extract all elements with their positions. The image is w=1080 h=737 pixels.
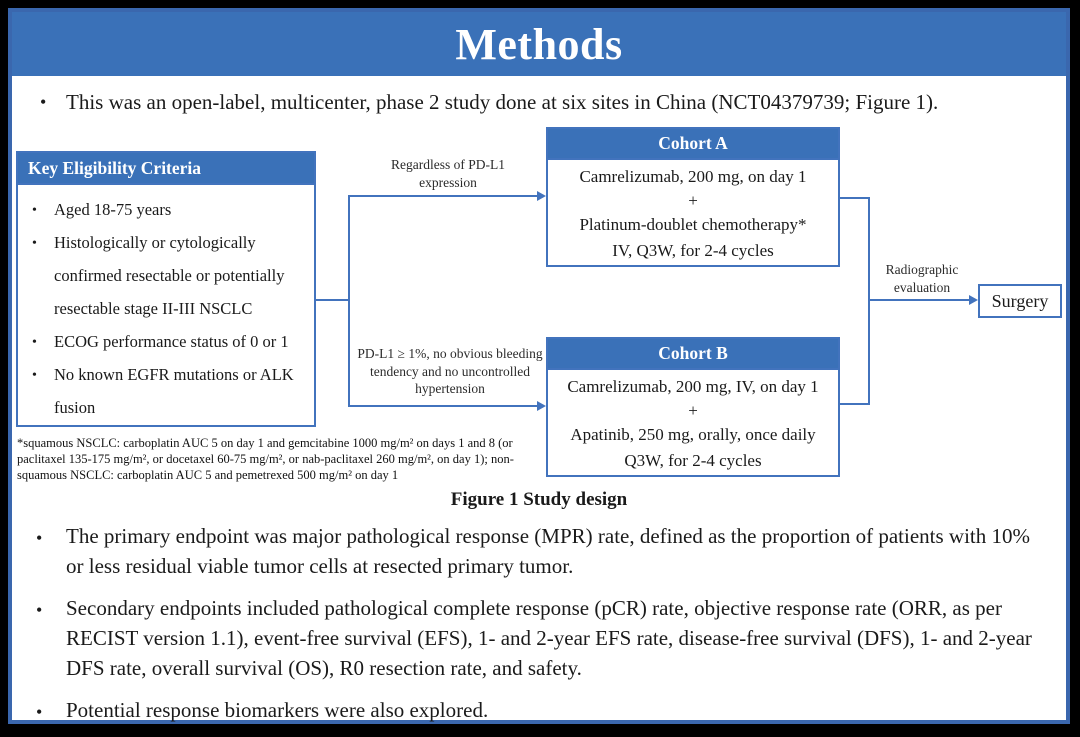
eligibility-item: • Aged 18-75 years — [18, 193, 310, 226]
cohort-a-box: Cohort A Camrelizumab, 200 mg, on day 1 … — [546, 127, 840, 267]
cohort-a-line: Platinum-doublet chemotherapy* — [579, 215, 807, 234]
bullet-text: Secondary endpoints included pathologica… — [66, 596, 1032, 680]
slide-title-bar: Methods — [12, 12, 1066, 76]
cohort-b-title: Cohort B — [548, 339, 838, 370]
connector-line — [840, 403, 870, 405]
connector-line — [840, 197, 870, 199]
eligibility-item-text: Histologically or cytologically confirme… — [54, 233, 285, 318]
bullet-text: The primary endpoint was major pathologi… — [66, 524, 1031, 578]
radiographic-evaluation-label: Radiographic evaluation — [885, 262, 959, 295]
eligibility-item-text: Aged 18-75 years — [54, 200, 172, 219]
bullet-text: Potential response biomarkers were also … — [66, 698, 489, 722]
connector-line — [868, 197, 870, 405]
connector-line — [348, 195, 538, 197]
plus-sign: + — [688, 401, 698, 420]
bullet-icon: • — [32, 236, 37, 251]
bullet-icon: • — [32, 368, 37, 383]
cohort-a-line: Camrelizumab, 200 mg, on day 1 — [579, 167, 807, 186]
intro-bullet-text: This was an open-label, multicenter, pha… — [66, 90, 939, 114]
bullet-icon: • — [32, 335, 37, 350]
eligibility-item: • ECOG performance status of 0 or 1 — [18, 325, 310, 358]
bullet-icon: • — [36, 600, 43, 620]
eligibility-item-text: ECOG performance status of 0 or 1 — [54, 332, 289, 351]
bullet-item: • The primary endpoint was major patholo… — [30, 521, 1046, 581]
study-design-figure: Key Eligibility Criteria • Aged 18-75 ye… — [12, 12, 1066, 719]
branch-label-cohort-a: Regardless of PD-L1 expression — [391, 157, 505, 190]
bullet-icon: • — [36, 702, 43, 722]
cohort-a-title: Cohort A — [548, 129, 838, 160]
cohort-b-line: Camrelizumab, 200 mg, IV, on day 1 — [567, 377, 819, 396]
page-title: Methods — [455, 19, 623, 69]
figure-caption: Figure 1 Study design — [450, 489, 628, 510]
bullet-item: • Secondary endpoints included pathologi… — [30, 593, 1046, 683]
eligibility-item: • No known EGFR mutations or ALK fusion — [18, 358, 310, 424]
bullet-item: • Potential response biomarkers were als… — [30, 695, 1046, 725]
cohort-b-line: Apatinib, 250 mg, orally, once daily — [570, 425, 816, 444]
bullet-icon: • — [36, 528, 43, 548]
arrowhead-icon — [537, 191, 546, 201]
connector-line — [348, 405, 538, 407]
cohort-a-line: IV, Q3W, for 2-4 cycles — [612, 241, 774, 260]
plus-sign: + — [688, 191, 698, 210]
arrowhead-icon — [969, 295, 978, 305]
surgery-box: Surgery — [978, 284, 1062, 318]
eligibility-box: Key Eligibility Criteria • Aged 18-75 ye… — [16, 151, 316, 427]
connector-line — [868, 299, 970, 301]
eligibility-item: • Histologically or cytologically confir… — [18, 226, 310, 325]
eligibility-list: • Aged 18-75 years • Histologically or c… — [18, 185, 314, 424]
connector-line — [314, 299, 350, 301]
cohort-b-line: Q3W, for 2-4 cycles — [624, 451, 762, 470]
bullet-icon: • — [40, 92, 47, 112]
arrowhead-icon — [537, 401, 546, 411]
surgery-label: Surgery — [991, 290, 1049, 311]
endpoint-bullets: • The primary endpoint was major patholo… — [30, 521, 1046, 737]
chemotherapy-footnote: *squamous NSCLC: carboplatin AUC 5 on da… — [17, 436, 514, 482]
connector-line — [348, 195, 350, 407]
intro-bullet: • This was an open-label, multicenter, p… — [30, 88, 1050, 116]
eligibility-box-title: Key Eligibility Criteria — [18, 153, 314, 185]
methods-slide: Methods • This was an open-label, multic… — [8, 8, 1070, 724]
cohort-b-box: Cohort B Camrelizumab, 200 mg, IV, on da… — [546, 337, 840, 477]
bullet-icon: • — [32, 203, 37, 218]
eligibility-item-text: No known EGFR mutations or ALK fusion — [54, 365, 294, 417]
branch-label-cohort-b: PD-L1 ≥ 1%, no obvious bleeding tendency… — [357, 346, 543, 397]
